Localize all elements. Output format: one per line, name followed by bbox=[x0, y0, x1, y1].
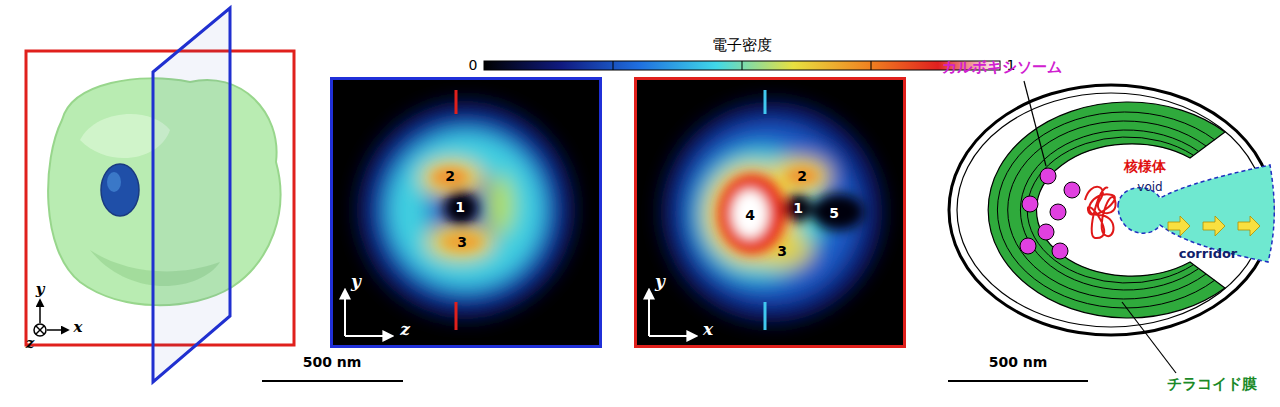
axis-label: y bbox=[351, 272, 361, 292]
callout-number: 3 bbox=[457, 234, 467, 250]
color-bar-ticks bbox=[613, 61, 871, 70]
color-bar bbox=[484, 61, 1000, 70]
colorbar-title: 電子密度 bbox=[712, 37, 772, 54]
scale-label: 500 nm bbox=[989, 354, 1048, 370]
colorbar-min: 0 bbox=[469, 57, 478, 73]
scale-bar bbox=[262, 380, 403, 382]
scale-label: 500 nm bbox=[303, 354, 362, 370]
callout-number: 2 bbox=[797, 168, 807, 184]
callout-number: 4 bbox=[745, 207, 755, 223]
scale-bar bbox=[948, 380, 1088, 382]
axis-label: y bbox=[36, 281, 45, 298]
callout-number: 1 bbox=[455, 199, 465, 215]
xy-slice-panel bbox=[634, 77, 906, 348]
thylakoid-label: チラコイド膜 bbox=[1167, 376, 1257, 393]
axis-label: z bbox=[400, 320, 410, 340]
cell-schematic bbox=[949, 81, 1274, 373]
axis-label: x bbox=[74, 319, 83, 336]
callout-number: 1 bbox=[793, 200, 803, 216]
axis-label: y bbox=[655, 272, 665, 292]
nucleoid-label: 核様体 bbox=[1122, 158, 1168, 174]
callout-number: 5 bbox=[829, 205, 839, 221]
yz-slice-panel bbox=[330, 77, 602, 348]
axis-label: z bbox=[26, 335, 35, 352]
corridor-label: corridor bbox=[1179, 247, 1238, 262]
carboxysome-label: カルボキシソーム bbox=[942, 59, 1062, 76]
axis-label: x bbox=[703, 320, 713, 340]
callout-number: 2 bbox=[445, 168, 455, 184]
void-label: void bbox=[1137, 181, 1162, 195]
callout-number: 3 bbox=[777, 243, 787, 259]
volume-panel bbox=[26, 8, 294, 382]
